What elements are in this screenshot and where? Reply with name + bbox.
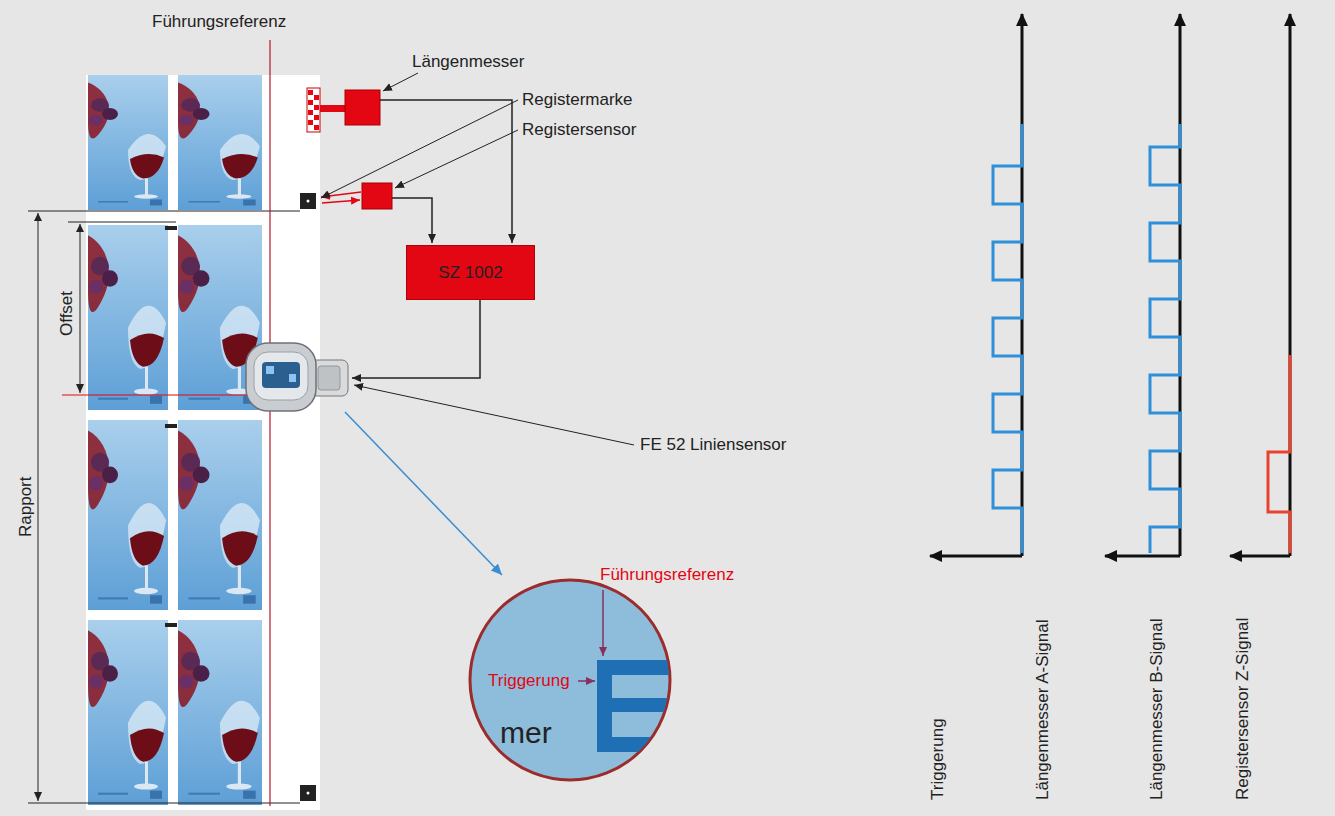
signal-label: Längenmesser B-Signal <box>1147 619 1167 800</box>
guide-reference-line <box>269 40 270 806</box>
reference-label: Führungsreferenz <box>152 12 286 32</box>
signal-a <box>993 124 1022 553</box>
part-label: Registermarke <box>522 90 633 110</box>
part-label: FE 52 Liniensensor <box>640 435 786 455</box>
length-meter <box>307 88 380 132</box>
controller-box: SZ 1002 <box>406 245 535 300</box>
dimension-label: Offset <box>57 291 77 336</box>
dimension-label: Rapport <box>16 477 36 537</box>
box-text: SZ 1002 <box>438 263 502 283</box>
signal-label: Triggerung <box>928 718 948 800</box>
trigger-line <box>62 394 262 395</box>
logo-text: mer <box>500 716 552 750</box>
zoom-label: Führungsreferenz <box>600 565 734 585</box>
zoom-label: Triggerung <box>488 671 570 691</box>
signal-wires <box>352 100 512 378</box>
signal-b <box>1150 124 1180 553</box>
part-label: Registersensor <box>522 120 636 140</box>
dimension-lines <box>28 211 300 803</box>
signal-label: Registersensor Z-Signal <box>1233 618 1253 800</box>
material-web <box>86 75 320 810</box>
zoom-circle <box>470 580 687 780</box>
signal-label: Längenmesser A-Signal <box>1033 619 1053 800</box>
line-sensor <box>246 343 348 411</box>
register-mark <box>300 193 316 801</box>
signal-z <box>1268 355 1290 553</box>
zoom-pointer <box>345 412 502 575</box>
register-sensor <box>321 183 392 209</box>
signal-axes <box>930 14 1290 556</box>
part-label: Längenmesser <box>412 52 524 72</box>
